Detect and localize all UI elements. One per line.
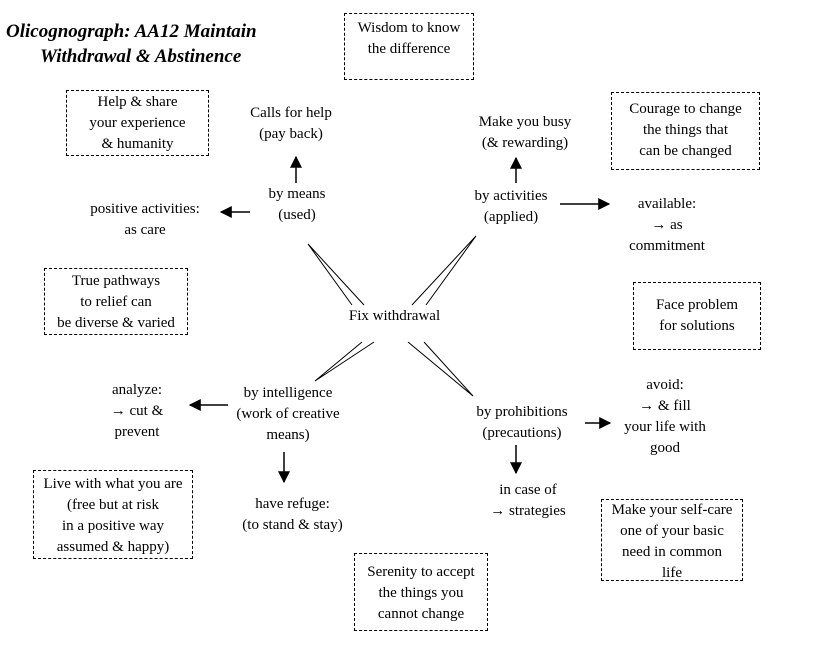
node-analyze-line: prevent [114,424,160,440]
node-positive-activities-line: positive activities: [90,201,200,217]
node-by-prohibitions: by prohibitions (precautions) [462,402,582,444]
node-avoid-line: good [650,440,680,456]
node-make-you-busy: Make you busy (& rewarding) [464,112,586,154]
node-by-activities-line: by activities [474,188,548,204]
box-live-with-line: assumed & happy) [56,539,170,555]
node-calls-for-help: Calls for help (pay back) [231,103,351,145]
box-help-share-line: Help & share [97,94,178,110]
box-true-pathways: True pathways to relief can be diverse &… [44,268,188,335]
box-live-with: Live with what you are (free but at risk… [33,470,193,559]
node-analyze-line: analyze: [112,382,162,398]
node-positive-activities: positive activities: as care [75,199,215,241]
box-self-care: Make your self-care one of your basic ne… [601,499,743,581]
diagram-title-line-1: Olicognograph: AA12 Maintain [6,21,257,42]
box-serenity-line: the things you [378,585,464,601]
box-face-problem-line: for solutions [659,318,735,334]
node-in-case-of-line: → strategies [490,503,566,519]
wedge-bottom-right [407,341,474,397]
node-available: available: → as commitment [612,194,722,257]
box-help-share-line: your experience [89,115,186,131]
box-true-pathways-line: True pathways [71,273,161,289]
box-true-pathways-line: be diverse & varied [57,315,175,331]
node-by-activities-line: (applied) [483,209,539,225]
node-analyze: analyze: → cut & prevent [92,380,182,443]
box-self-care-line: one of your basic [620,523,724,539]
node-available-line: available: [637,196,697,212]
node-avoid-line: avoid: [646,377,684,393]
node-by-means: by means (used) [237,184,357,226]
box-help-share-line: & humanity [101,136,174,152]
node-calls-for-help-line: (pay back) [259,126,323,142]
box-serenity-line: cannot change [377,606,465,622]
node-avoid: avoid: → & fill your life with good [610,375,720,459]
box-live-with-line: Live with what you are [43,476,183,492]
node-by-means-line: by means [268,186,326,202]
box-face-problem: Face problem for solutions [633,282,761,350]
box-courage-line: Courage to change [629,101,742,117]
node-available-line: commitment [629,238,705,254]
node-calls-for-help-line: Calls for help [250,105,332,121]
node-in-case-of: in case of → strategies [473,480,583,522]
node-have-refuge-line: have refuge: [255,496,330,512]
node-make-you-busy-line: (& rewarding) [481,135,569,151]
node-analyze-line: → cut & [110,403,164,419]
node-by-intelligence-line: means) [266,427,310,443]
box-wisdom: Wisdom to know the difference [344,13,474,80]
node-have-refuge: have refuge: (to stand & stay) [225,494,360,536]
node-by-intelligence-line: by intelligence [243,385,333,401]
box-serenity: Serenity to accept the things you cannot… [354,553,488,631]
box-live-with-line: in a positive way [61,518,165,534]
wedge-top-left [307,243,365,306]
box-courage: Courage to change the things that can be… [611,92,760,170]
box-wisdom-line: the difference [367,41,451,57]
node-have-refuge-line: (to stand & stay) [242,517,343,533]
box-self-care-line: Make your self-care [611,502,733,518]
box-help-share: Help & share your experience & humanity [66,90,209,156]
box-live-with-line: (free but at risk [66,497,160,513]
node-by-prohibitions-line: (precautions) [482,425,562,441]
wedge-top-right [411,235,477,306]
node-make-you-busy-line: Make you busy [478,114,572,130]
node-by-activities: by activities (applied) [456,186,566,228]
box-self-care-line: life [662,565,682,581]
box-face-problem-line: Face problem [655,297,739,313]
box-true-pathways-line: to relief can [80,294,152,310]
node-avoid-line: your life with [624,419,706,435]
box-courage-line: the things that [643,122,728,138]
node-positive-activities-line: as care [124,222,166,238]
center-node: Fix withdrawal [348,308,441,324]
diagram-title-line-2: Withdrawal & Abstinence [40,46,242,67]
node-by-means-line: (used) [278,207,316,223]
node-by-prohibitions-line: by prohibitions [476,404,568,420]
node-by-intelligence-line: (work of creative [236,406,340,422]
node-available-line: → as [651,217,683,233]
node-in-case-of-line: in case of [499,482,557,498]
box-self-care-line: need in common [622,544,722,560]
wedge-bottom-left [314,341,375,382]
box-serenity-line: Serenity to accept [367,564,475,580]
node-avoid-line: → & fill [639,398,691,414]
box-courage-line: can be changed [639,143,732,159]
node-by-intelligence: by intelligence (work of creative means) [224,383,352,446]
box-wisdom-line: Wisdom to know [357,20,461,36]
